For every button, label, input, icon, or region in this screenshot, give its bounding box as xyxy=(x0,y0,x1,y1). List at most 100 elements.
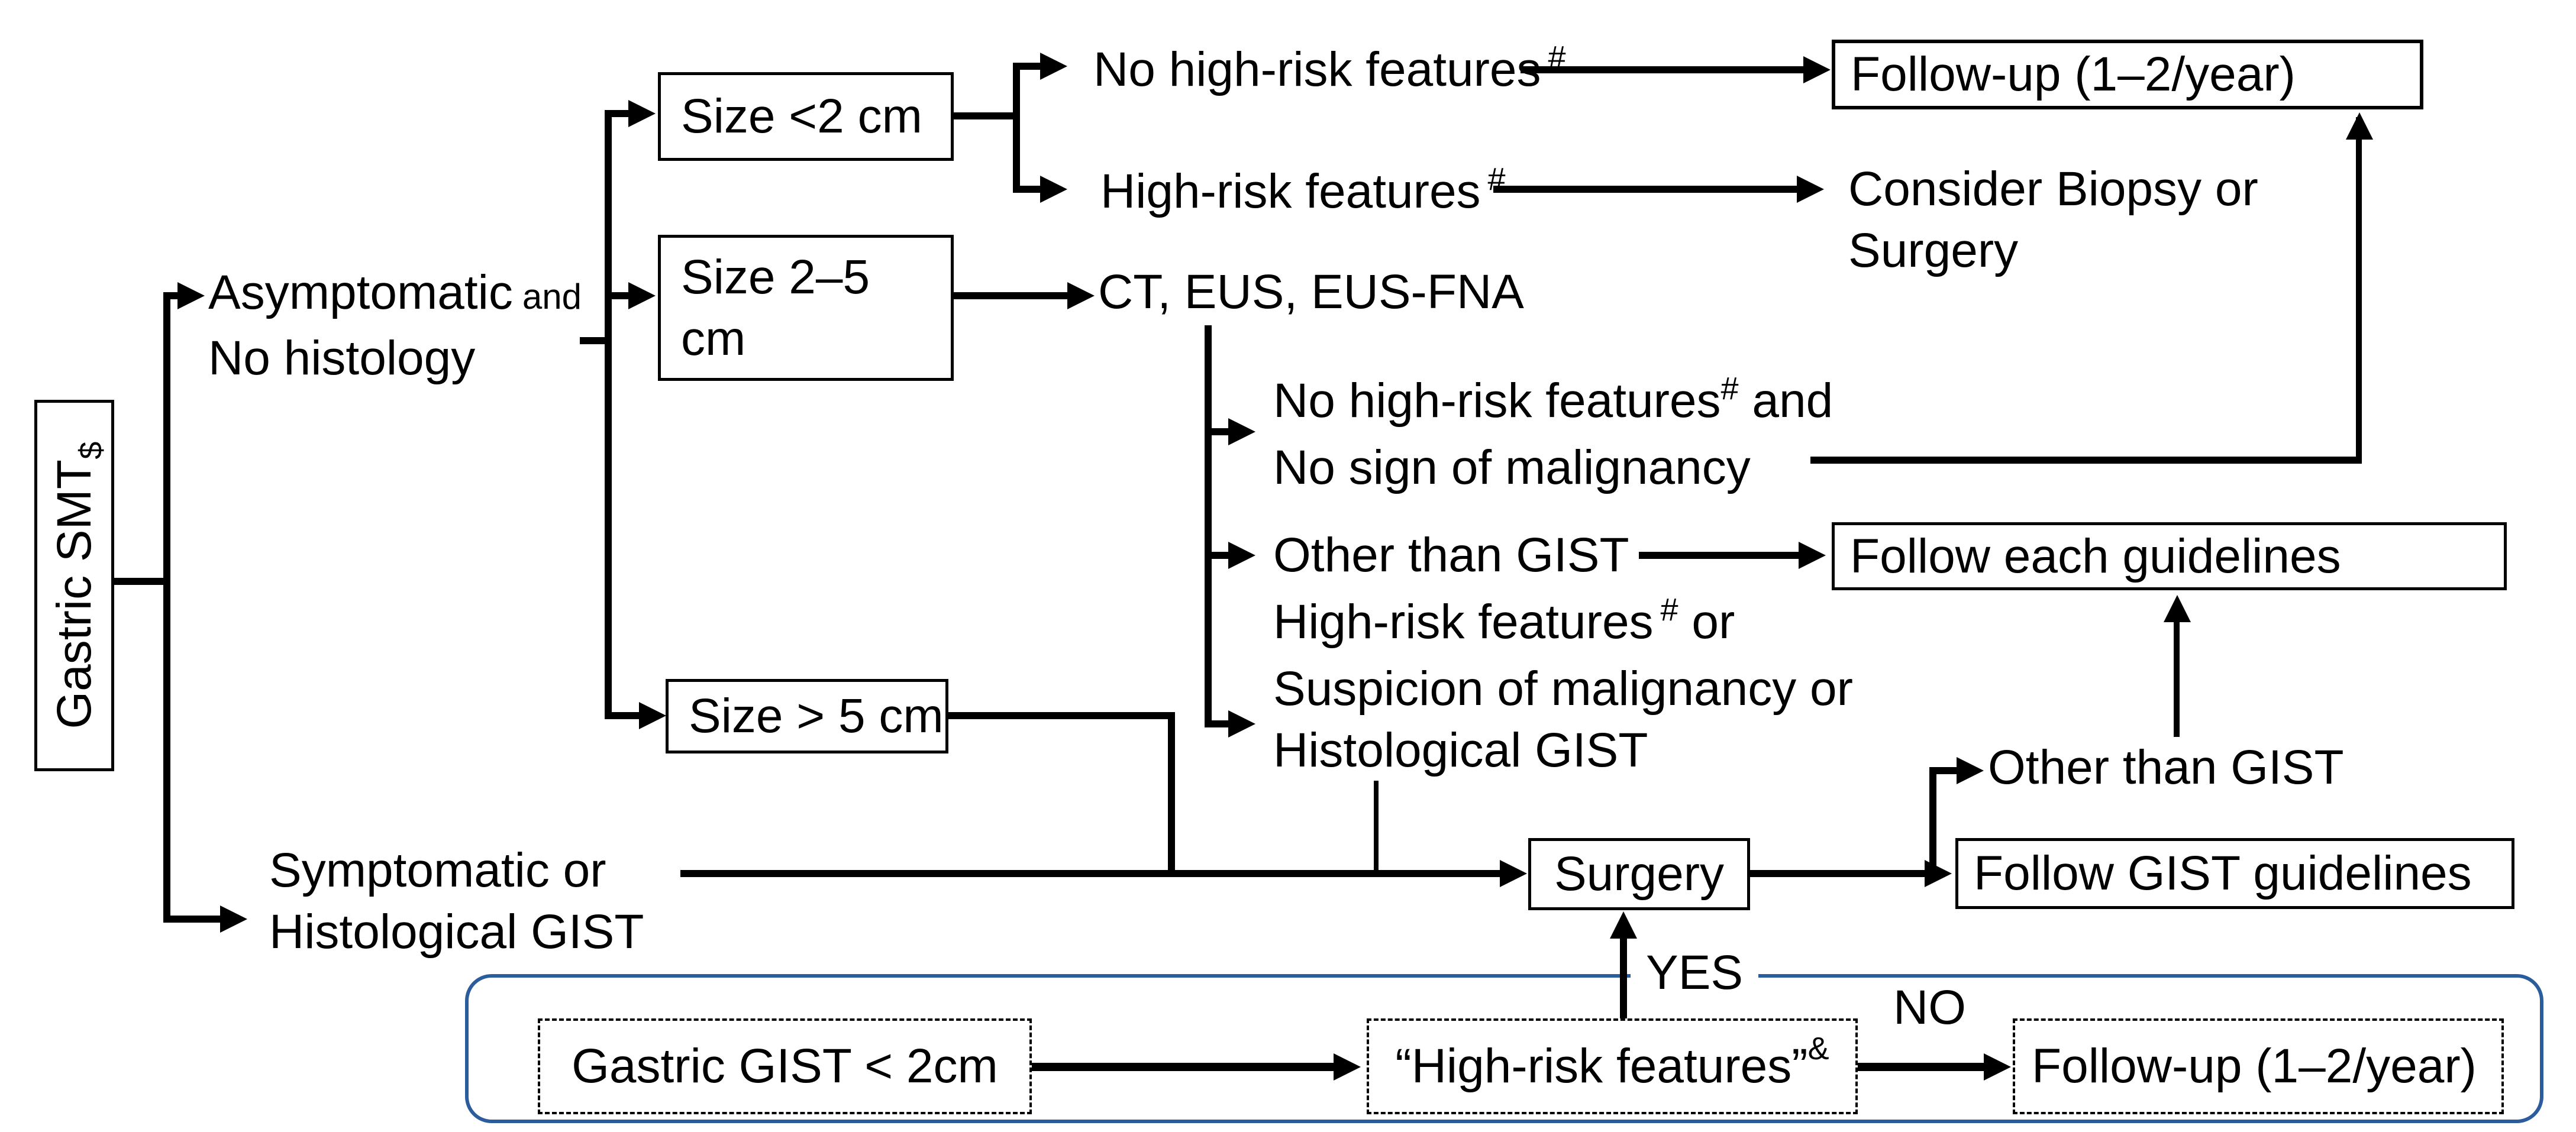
connector-to-consider xyxy=(1493,186,1797,193)
follow-each-label: Follow each guidelines xyxy=(1850,529,2341,583)
arrowhead-to-consider xyxy=(1797,176,1824,203)
consider-line1: Consider Biopsy or xyxy=(1848,162,2258,216)
node-high-risk-top: High-risk features# xyxy=(1100,161,1506,228)
connector-to-asymptomatic xyxy=(163,292,177,299)
hrf-or-line1-tail: or xyxy=(1678,595,1735,649)
high-risk-quoted-label: “High-risk features” xyxy=(1395,1039,1808,1093)
arrowhead-to-asymptomatic xyxy=(177,282,205,309)
connector-surgery-up xyxy=(1929,767,1936,877)
node-followup-bottom: Follow-up (1–2/year) xyxy=(2013,1018,2504,1114)
connector-size-bracket xyxy=(605,110,612,719)
hrf-or-line3: Histological GIST xyxy=(1273,723,1648,777)
arrowhead-to-other-right xyxy=(1957,757,1984,784)
gist-inset-panel xyxy=(465,974,2543,1123)
superscript-dollar: $ xyxy=(73,442,109,460)
node-surgery: Surgery xyxy=(1528,838,1750,910)
arrowhead-to-symptomatic xyxy=(220,905,247,933)
no-hrf-mid-line2: No sign of malignancy xyxy=(1273,441,1751,494)
connector-to-no-hrf-top xyxy=(1013,63,1040,70)
connector-asymptomatic-stub xyxy=(580,337,606,344)
arrowhead-to-follow-each xyxy=(1799,542,1826,569)
arrowhead-to-followup-top xyxy=(1803,56,1831,83)
size-lt2-label: Size <2 cm xyxy=(681,89,922,143)
superscript-hash: # xyxy=(1720,371,1739,406)
arrowhead-to-follow-gist xyxy=(1925,860,1952,887)
connector-mid-elbow-h xyxy=(1810,457,2361,464)
connector-yes-up xyxy=(1620,937,1627,1018)
connector-to-hrf-or xyxy=(1205,720,1228,727)
symptomatic-line2: Histological GIST xyxy=(269,905,644,959)
connector-hrf-or-down xyxy=(1374,781,1379,874)
node-gastric-gist-lt2: Gastric GIST < 2cm xyxy=(538,1018,1032,1114)
asymptomatic-line2: No histology xyxy=(208,331,476,385)
node-gastric-smt-label: Gastric SMT$ xyxy=(47,442,109,729)
arrowhead-up-to-follow-each xyxy=(2164,595,2191,622)
connector-other-mid-to-each xyxy=(1639,552,1799,559)
arrowhead-to-size-lt2 xyxy=(628,100,656,127)
node-no-high-risk-mid: No high-risk features# and No sign of ma… xyxy=(1273,370,1833,499)
connector-to-size-2-5 xyxy=(605,292,628,299)
connector-surgery-to-gist xyxy=(1750,870,1925,877)
arrowhead-to-highrisk xyxy=(1334,1053,1361,1081)
superscript-amp: & xyxy=(1807,1031,1829,1066)
arrowhead-to-ct-eus xyxy=(1067,282,1095,309)
node-high-risk-or: High-risk features# or Suspicion of mali… xyxy=(1273,591,1853,781)
size-2-5-line1: Size 2–5 xyxy=(681,250,870,304)
no-high-risk-top-label: No high-risk features xyxy=(1093,43,1541,96)
node-other-than-gist-right: Other than GIST xyxy=(1988,737,2344,798)
connector-gt5-elbow-h xyxy=(947,712,1175,719)
ct-eus-label: CT, EUS, EUS-FNA xyxy=(1098,265,1524,319)
node-size-lt2: Size <2 cm xyxy=(658,72,954,161)
node-consider-biopsy: Consider Biopsy or Surgery xyxy=(1848,159,2258,282)
arrowhead-to-other-mid xyxy=(1228,542,1255,569)
no-hrf-mid-line1-tail: and xyxy=(1738,374,1833,428)
connector-to-symptomatic xyxy=(163,916,220,923)
connector-to-size-lt2 xyxy=(605,110,628,117)
label-no: NO xyxy=(1893,981,1966,1034)
connector-root-stub xyxy=(114,578,170,585)
size-2-5-line2: cm xyxy=(681,311,746,366)
node-size-gt5: Size > 5 cm xyxy=(666,679,948,753)
connector-mid-elbow-v xyxy=(2356,117,2362,464)
node-high-risk-quoted: “High-risk features”& xyxy=(1367,1018,1858,1114)
connector-eus-bracket xyxy=(1205,325,1212,727)
arrowhead-to-followup-bottom xyxy=(1984,1053,2011,1081)
connector-gist-to-highrisk xyxy=(1032,1063,1334,1071)
arrowhead-yes-to-surgery xyxy=(1610,911,1637,939)
node-follow-each: Follow each guidelines xyxy=(1832,522,2507,590)
connector-lt2-stub xyxy=(954,112,1016,119)
node-size-2-5: Size 2–5 cm xyxy=(658,235,954,381)
connector-gt5-elbow-v xyxy=(1168,716,1175,877)
connector-to-other-mid xyxy=(1205,552,1228,559)
followup-top-label: Follow-up (1–2/year) xyxy=(1851,47,2296,101)
followup-bottom-label: Follow-up (1–2/year) xyxy=(2032,1039,2477,1093)
consider-line2: Surgery xyxy=(1848,224,2019,277)
arrowhead-to-surgery xyxy=(1500,860,1527,887)
connector-to-other-right xyxy=(1929,767,1957,774)
other-right-label: Other than GIST xyxy=(1988,740,2344,794)
arrowhead-to-size-2-5 xyxy=(628,282,656,309)
arrowhead-to-size-gt5 xyxy=(639,702,666,729)
asymptomatic-line1: Asymptomatic xyxy=(208,266,513,319)
no-hrf-mid-line1: No high-risk features xyxy=(1273,374,1721,428)
hrf-or-line1: High-risk features xyxy=(1273,595,1654,649)
connector-to-size-gt5 xyxy=(605,712,639,719)
node-other-than-gist-mid: Other than GIST xyxy=(1273,525,1629,586)
superscript-hash: # xyxy=(1660,592,1678,628)
connector-other-right-up xyxy=(2174,622,2180,737)
node-ct-eus: CT, EUS, EUS-FNA xyxy=(1098,261,1524,323)
size-gt5-label: Size > 5 cm xyxy=(689,689,944,743)
connector-to-ct-eus xyxy=(954,292,1067,299)
connector-to-hrf-top xyxy=(1013,186,1040,193)
connector-root-trunk xyxy=(163,292,170,923)
node-symptomatic: Symptomatic or Histological GIST xyxy=(269,840,644,963)
arrowhead-to-no-hrf-top xyxy=(1040,53,1067,80)
arrowhead-to-hrf-or xyxy=(1228,710,1255,738)
other-mid-label: Other than GIST xyxy=(1273,528,1629,582)
node-followup-top: Follow-up (1–2/year) xyxy=(1832,40,2423,109)
hrf-or-line2: Suspicion of malignancy or xyxy=(1273,662,1853,716)
connector-highrisk-to-followup xyxy=(1858,1063,1984,1071)
arrowhead-to-no-hrf-mid xyxy=(1228,418,1255,445)
